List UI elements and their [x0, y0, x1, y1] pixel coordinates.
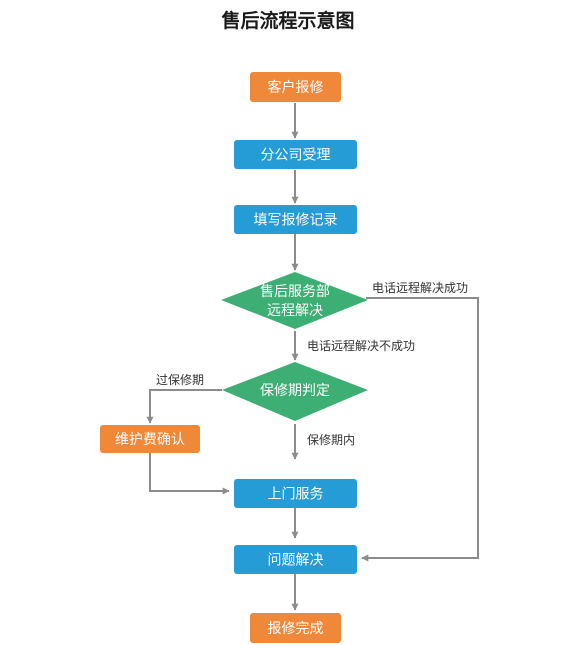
- arrow-fee-to-onsite: [149, 453, 230, 495]
- node-fill-record-label: 填写报修记录: [254, 213, 338, 229]
- node-maintenance-fee-label: 维护费确认: [115, 432, 185, 448]
- edge-label-out-of-warranty: 过保修期: [156, 372, 204, 387]
- edge-label-phone-success: 电话远程解决成功: [372, 280, 468, 295]
- node-customer-report-label: 客户报修: [268, 79, 324, 96]
- edge-label-phone-fail: 电话远程解决不成功: [307, 338, 415, 353]
- edge-label-in-warranty: 保修期内: [307, 432, 355, 447]
- node-maintenance-fee: 维护费确认: [100, 425, 200, 453]
- node-onsite-service-label: 上门服务: [268, 487, 324, 503]
- node-fill-record: 填写报修记录: [234, 205, 357, 234]
- node-branch-accept: 分公司受理: [234, 140, 357, 169]
- arrow-remote-success-to-solved: [361, 297, 479, 562]
- node-onsite-service: 上门服务: [234, 479, 357, 508]
- decision-remote-resolve: 售后服务部 远程解决: [221, 272, 368, 329]
- decision-warranty-check-label: 保修期判定: [260, 383, 330, 399]
- node-problem-solved-label: 问题解决: [268, 553, 324, 569]
- node-customer-report: 客户报修: [250, 72, 341, 102]
- node-repair-done-label: 报修完成: [268, 621, 324, 637]
- edges: [146, 103, 479, 611]
- arrow-out-of-warranty-to-fee: [146, 389, 222, 424]
- decision-remote-resolve-line2: 远程解决: [267, 303, 323, 319]
- diagram-title: 售后流程示意图: [220, 9, 354, 32]
- node-branch-accept-label: 分公司受理: [261, 148, 331, 164]
- node-repair-done: 报修完成: [250, 613, 341, 643]
- node-problem-solved: 问题解决: [234, 545, 357, 574]
- decision-remote-resolve-line1: 售后服务部: [260, 284, 330, 300]
- decision-warranty-check: 保修期判定: [222, 362, 368, 421]
